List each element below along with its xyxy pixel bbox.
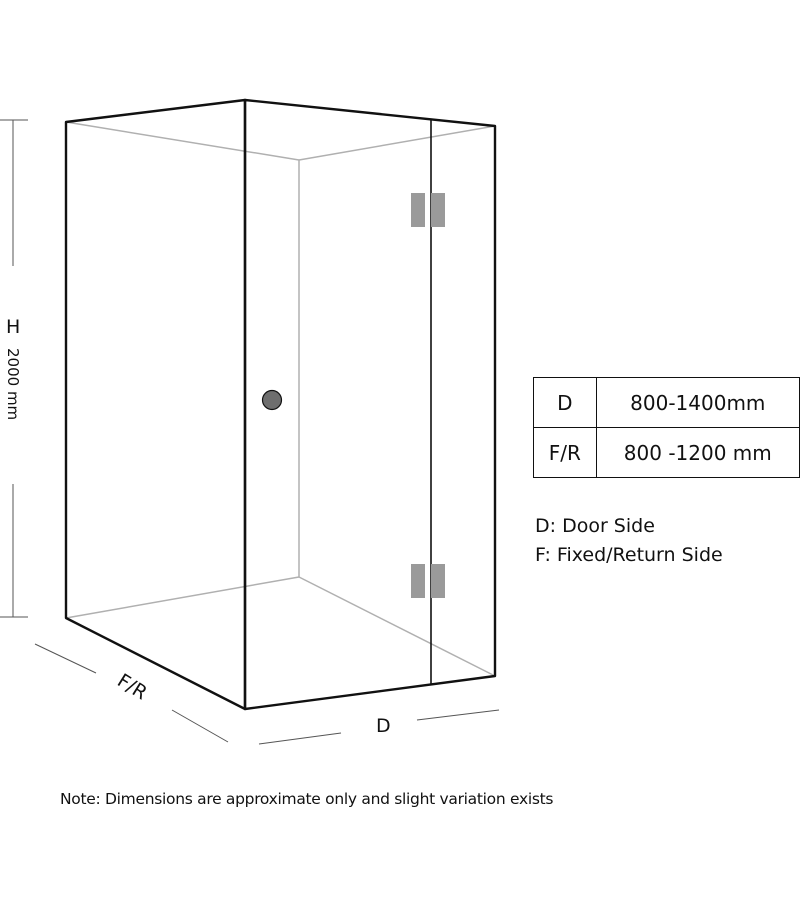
legend: D: Door Side F: Fixed/Return Side: [535, 512, 723, 570]
back-bottom-right-edge: [298, 576, 496, 677]
back-edges: [65, 121, 496, 677]
door-handle-icon: [261, 389, 283, 411]
bottom-hinge-icon: [411, 564, 445, 598]
back-top-left-edge: [65, 121, 300, 161]
spec-row-d: D 800-1400mm: [533, 377, 800, 428]
fr-line-right: [171, 709, 229, 743]
legend-item-fixed-return-side: F: Fixed/Return Side: [535, 544, 723, 566]
fr-line-left: [34, 643, 97, 674]
d-line-right: [416, 709, 500, 721]
d-dimension-label: D: [376, 715, 391, 737]
height-value: 2000 mm: [4, 348, 22, 420]
spec-value: 800 -1200 mm: [595, 427, 800, 478]
door-side-panel: [243, 98, 497, 711]
legend-item-door-side: D: Door Side: [535, 515, 655, 537]
dimension-spec-table: D 800-1400mm F/R 800 -1200 mm: [533, 377, 800, 478]
spec-value: 800-1400mm: [595, 377, 800, 428]
spec-row-fr: F/R 800 -1200 mm: [533, 427, 800, 478]
fr-dimension-label: F/R: [113, 670, 151, 705]
d-dimension: [258, 709, 500, 745]
front-frame: [64, 98, 497, 711]
spec-key: D: [533, 377, 597, 428]
height-letter: H: [6, 316, 20, 338]
dimension-note: Note: Dimensions are approximate only an…: [60, 790, 554, 808]
back-top-right-edge: [298, 125, 496, 161]
top-hinge-icon: [411, 193, 445, 227]
spec-key: F/R: [533, 427, 597, 478]
height-dimension: [0, 119, 28, 618]
back-bottom-left-edge: [65, 576, 300, 619]
fr-dimension: [34, 643, 229, 743]
fixed-return-panel: [64, 98, 247, 711]
d-line-left: [258, 732, 342, 745]
